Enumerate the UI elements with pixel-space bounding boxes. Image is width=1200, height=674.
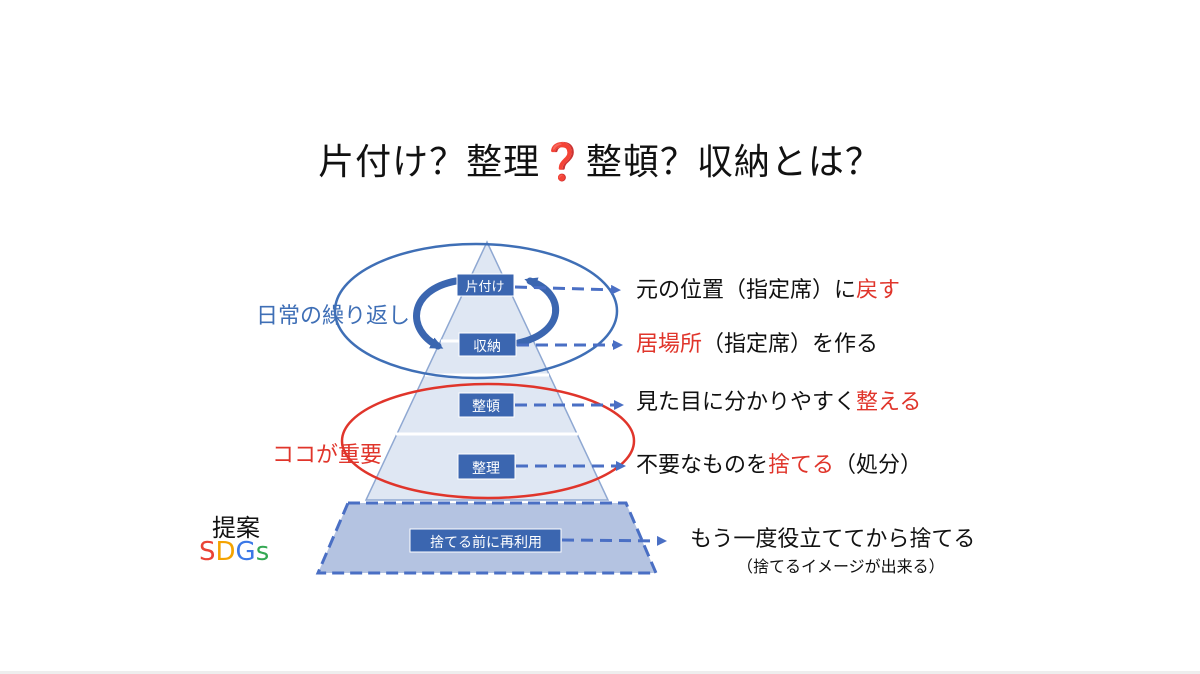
desc-reuse: もう一度役立ててから捨てる bbox=[690, 527, 976, 552]
desc-segment: 見た目に分かりやすく bbox=[636, 390, 857, 415]
level-box-seiri: 整理 bbox=[457, 453, 516, 480]
key-label: ココが重要 bbox=[272, 443, 383, 468]
desc-reuse-note: （捨てるイメージが出来る） bbox=[737, 557, 945, 576]
arrow-connector bbox=[514, 284, 621, 295]
slide-title: 片付け？整理❓整頓？収納とは？ bbox=[0, 133, 1200, 185]
question-mark-icon: ❓ bbox=[540, 142, 586, 183]
level-box-katazuke: 片付け bbox=[456, 273, 515, 297]
desc-seiri: 不要なものを捨てる（処分） bbox=[636, 451, 922, 481]
desc-segment: 捨てる bbox=[768, 453, 835, 478]
level-box-reuse: 捨てる前に再利用 bbox=[409, 528, 562, 553]
sdgs-letter: D bbox=[215, 537, 236, 567]
arrow-connector bbox=[561, 535, 667, 546]
cycle-arrow-left bbox=[413, 277, 460, 350]
proposal-label: 提案 bbox=[212, 514, 260, 542]
desc-segment: 戻す bbox=[856, 278, 901, 303]
sdgs-letter: s bbox=[255, 537, 270, 567]
desc-shuno: 居場所（指定席）を作る bbox=[636, 330, 878, 360]
daily-loop-ring bbox=[333, 242, 619, 380]
desc-segment: 整える bbox=[856, 390, 922, 415]
title-text-part2: 整頓？収納とは？ bbox=[585, 142, 882, 183]
level-label: 整頓 bbox=[472, 399, 500, 415]
sdgs-logo: SDGs bbox=[199, 537, 269, 567]
level-box-shuno: 収納 bbox=[458, 332, 517, 357]
desc-segment: （処分） bbox=[834, 453, 923, 478]
key-ring bbox=[340, 382, 636, 500]
desc-segment: 居場所 bbox=[636, 332, 703, 357]
desc-seiton: 見た目に分かりやすく整える bbox=[636, 388, 921, 418]
sdgs-letter: G bbox=[235, 537, 256, 567]
title-text-part1: 片付け？整理 bbox=[318, 142, 541, 183]
daily-loop-label: 日常の繰り返し bbox=[256, 304, 411, 329]
desc-segment: 元の位置（指定席）に bbox=[636, 278, 857, 303]
level-label: 捨てる前に再利用 bbox=[430, 534, 542, 551]
sdgs-letter: S bbox=[199, 537, 216, 567]
desc-katazuke: 元の位置（指定席）に戻す bbox=[636, 276, 900, 306]
level-box-seiton: 整頓 bbox=[458, 392, 515, 418]
slide-footer-line bbox=[0, 671, 1200, 674]
level-label: 片付け bbox=[465, 280, 504, 295]
cycle-arrow-right bbox=[514, 277, 559, 347]
desc-segment: （指定席）を作る bbox=[702, 332, 879, 357]
desc-segment: 不要なものを bbox=[636, 453, 769, 478]
level-label: 収納 bbox=[473, 339, 501, 355]
level-label: 整理 bbox=[472, 461, 500, 477]
